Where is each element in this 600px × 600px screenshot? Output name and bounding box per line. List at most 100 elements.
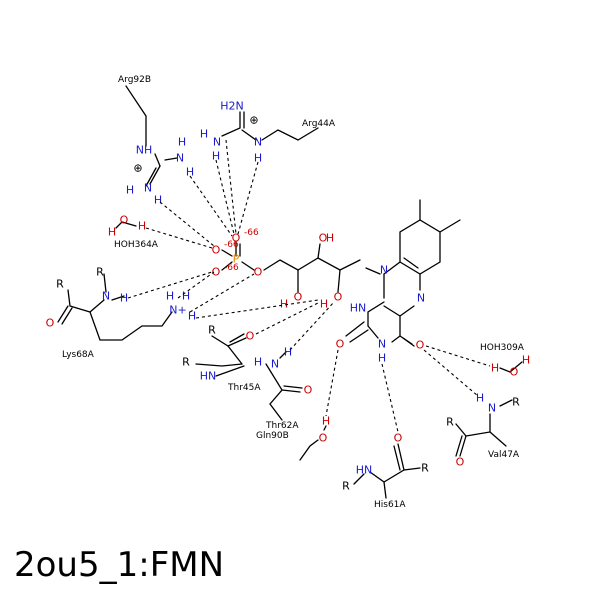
ribityl-oh1-atom: O xyxy=(319,232,328,245)
hoh309a-o-atom: O xyxy=(510,366,519,379)
lys68a-h-atom: H xyxy=(120,292,128,305)
ring-n3-atom: N xyxy=(378,338,386,351)
hbond-lysnz-o3 xyxy=(177,271,215,299)
hoh309a-h2-atom: H xyxy=(522,354,530,367)
hbond-arg92b-o1 xyxy=(189,175,233,237)
ribityl-o2-atom: O xyxy=(294,291,303,304)
lys68a-label: Lys68A xyxy=(62,350,95,360)
arg44a-h3-atom: H xyxy=(254,152,262,165)
phosphate-p-atom: P xyxy=(233,253,240,266)
his61a-residue: O HN R R His61A xyxy=(342,432,429,511)
gln90b-label: Gln90B xyxy=(256,431,289,441)
ring-n10-atom: N xyxy=(380,264,388,277)
hbond-lysnz-o4 xyxy=(189,273,255,313)
arg44a-nh1-atom: N xyxy=(213,136,221,149)
hydrogen-bonds xyxy=(127,139,491,433)
his61a-r-atom: R xyxy=(421,462,429,475)
arg92b-residue: Arg92B NH H N H N H H ⊕ xyxy=(118,75,194,207)
val47a-h-atom: H xyxy=(476,392,484,405)
hoh364a-water: O H H HOH364A xyxy=(108,214,159,251)
hbond-arg44a-o1 xyxy=(215,159,235,235)
arg44a-nh2-atom: H2N xyxy=(220,100,244,113)
hoh364a-o-atom: O xyxy=(120,214,129,227)
thr45a-hn-atom: HN xyxy=(200,370,217,383)
phosphate-o3-charge: -66 xyxy=(224,263,239,273)
arg92b-nh2-atom: N xyxy=(144,182,152,195)
arg92b-label: Arg92B xyxy=(118,75,151,85)
diagram-caption: 2ou5_1:FMN xyxy=(14,545,225,585)
hoh309a-h1-atom: H xyxy=(491,362,499,375)
hbond-lys68a-o3 xyxy=(127,271,213,299)
lys68a-r2-atom: R xyxy=(96,266,104,279)
hbond-hoh309a-o4 xyxy=(425,345,491,367)
phosphate-o1-charge: -66 xyxy=(244,228,259,238)
hoh309a-water: HOH309A H O H xyxy=(480,343,530,379)
arg92b-h2-atom: H xyxy=(186,166,194,179)
ribityl-h2-atom: H xyxy=(280,298,288,311)
lys68a-hz2-atom: H xyxy=(182,290,190,303)
phosphate-o2-charge: -66 xyxy=(224,240,239,250)
thr45a-o-atom: O xyxy=(246,330,255,343)
arg92b-charge-icon: ⊕ xyxy=(133,162,142,175)
arg44a-ne-atom: N xyxy=(254,136,262,149)
his61a-label: His61A xyxy=(374,500,406,510)
ribityl-h3-atom: H xyxy=(320,298,328,311)
arg92b-h3-atom: H xyxy=(126,184,134,197)
thr45a-residue: R O R HN Thr45A xyxy=(182,324,261,394)
thr62a-h-atom: H xyxy=(322,415,330,428)
hbond-thr62a-o2 xyxy=(325,349,339,417)
phosphate-o2-atom: O xyxy=(212,244,221,257)
val47a-r2-atom: R xyxy=(446,416,454,429)
lys68a-residue: R O N R H N+ H H H Lys68A xyxy=(46,266,196,361)
hoh364a-label: HOH364A xyxy=(114,240,159,250)
ring-o2-atom: O xyxy=(336,338,345,351)
hoh309a-label: HOH309A xyxy=(480,343,525,353)
lys68a-o-atom: O xyxy=(46,317,55,330)
arg44a-charge-icon: ⊕ xyxy=(249,114,258,127)
ring-h3-atom: H xyxy=(378,352,386,365)
hoh364a-h2-atom: H xyxy=(138,220,146,233)
his61a-o-atom: O xyxy=(394,432,403,445)
val47a-n-atom: N xyxy=(488,402,496,415)
hbond-arg44a-o1c xyxy=(225,139,237,235)
gln90b-o-atom: O xyxy=(304,384,313,397)
phosphate-o1-atom: O xyxy=(232,232,241,245)
lys68a-nz-atom: N+ xyxy=(169,304,186,317)
gln90b-residue: H N H O Thr62A Gln90B xyxy=(254,346,313,442)
hoh364a-h1-atom: H xyxy=(108,226,116,239)
thr62a-residue: O H xyxy=(299,415,330,461)
lys68a-hz1-atom: H xyxy=(166,290,174,303)
lys68a-r-atom: R xyxy=(56,278,64,291)
thr45a-r-atom: R xyxy=(208,324,216,337)
lys68a-hz3-atom: H xyxy=(188,310,196,323)
gln90b-n-atom: N xyxy=(271,358,279,371)
hbond-val47a-o4 xyxy=(423,349,479,397)
arg44a-h2-atom: H xyxy=(212,150,220,163)
ribityl-o3-atom: O xyxy=(334,291,343,304)
val47a-label: Val47A xyxy=(488,450,520,460)
isoalloxazine-ring: N N HN N H O O xyxy=(336,199,461,365)
arg44a-label: Arg44A xyxy=(302,119,336,129)
val47a-o-atom: O xyxy=(456,456,465,469)
hbond-gln90b-ribityl xyxy=(289,301,335,351)
arg92b-ne-atom: NH xyxy=(136,144,153,157)
his61a-hn-atom: HN xyxy=(356,464,373,477)
thr45a-r2-atom: R xyxy=(182,356,190,369)
thr45a-label: Thr45A xyxy=(227,383,261,393)
ribityl-chain: O H O H O H xyxy=(263,232,361,311)
arg92b-h-atom: H xyxy=(178,136,186,149)
arg92b-nh1-atom: N xyxy=(176,152,184,165)
lys68a-n-atom: N xyxy=(102,290,110,303)
arg44a-residue: Arg44A H2N H N H N H ⊕ xyxy=(200,100,336,165)
phosphate-group: O -66 O -66 P O -66 O xyxy=(212,228,263,279)
thr62a-label: Thr62A xyxy=(265,421,299,431)
hbond-lysnz-ribityl xyxy=(195,299,319,319)
arg44a-h-atom: H xyxy=(200,128,208,141)
gln90b-h2-atom: H xyxy=(284,346,292,359)
phosphate-o3-atom: O xyxy=(212,266,221,279)
hbond-arg44a-o1b xyxy=(237,161,259,235)
ring-hn1-atom: HN xyxy=(350,302,367,315)
hbond-his61a-n3 xyxy=(381,363,399,433)
his61a-r2-atom: R xyxy=(342,480,350,493)
val47a-residue: H N R R O Val47A xyxy=(446,392,520,469)
